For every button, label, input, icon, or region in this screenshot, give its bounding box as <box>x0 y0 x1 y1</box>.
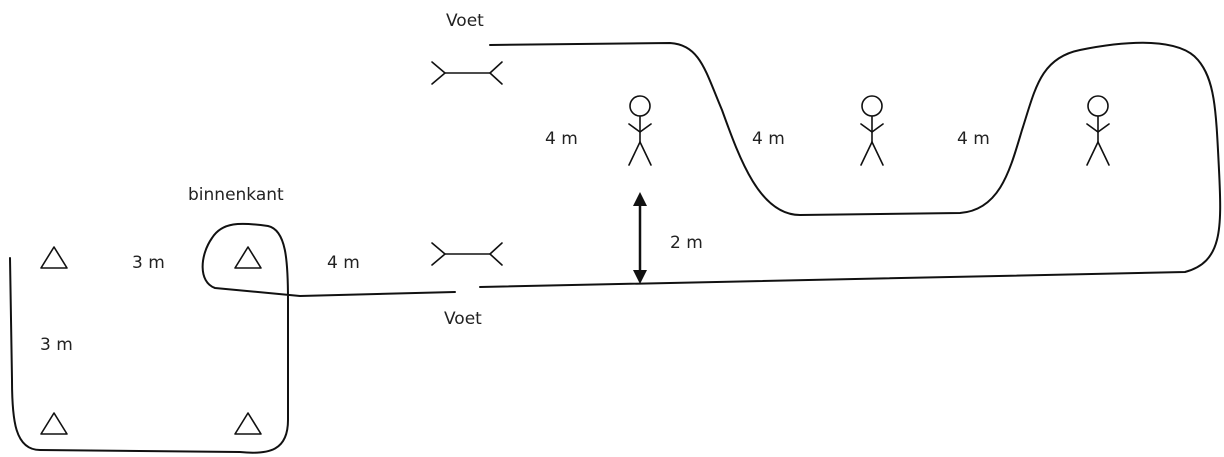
stick-figure-icon <box>1086 95 1110 166</box>
foot-marker-icon <box>431 242 503 266</box>
course-path-main <box>479 41 1222 288</box>
distance-label-3m-vertical: 3 m <box>40 335 73 355</box>
triangle-cone-icon <box>234 246 262 269</box>
double-arrow-icon <box>633 192 647 284</box>
distance-label-4m-middle: 4 m <box>752 129 785 149</box>
stick-figure-icon <box>860 95 884 166</box>
triangle-cone-icon <box>234 412 262 435</box>
course-path-left <box>9 222 456 454</box>
foot-marker-icon <box>431 61 503 85</box>
triangle-cone-icon <box>40 412 68 435</box>
distance-label-3m-horizontal: 3 m <box>132 253 165 273</box>
distance-label-4m-lower: 4 m <box>327 253 360 273</box>
foot-label-bottom: Voet <box>444 309 482 329</box>
distance-label-4m-right: 4 m <box>957 129 990 149</box>
triangle-cone-icon <box>40 246 68 269</box>
foot-label-top: Voet <box>446 11 484 31</box>
stick-figure-icon <box>628 95 652 166</box>
distance-label-2m: 2 m <box>670 233 703 253</box>
distance-label-4m-left: 4 m <box>545 129 578 149</box>
inside-label: binnenkant <box>188 185 284 205</box>
